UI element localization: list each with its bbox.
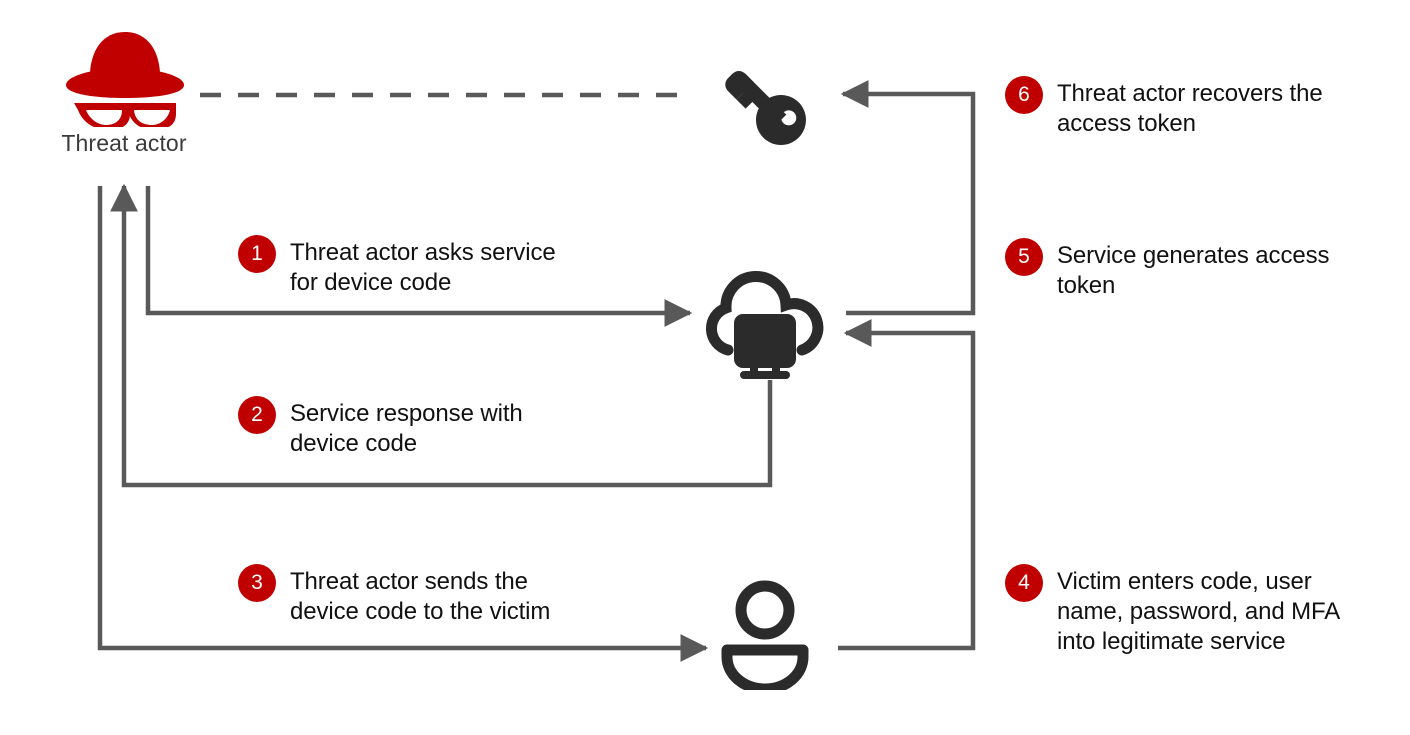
step-item-5: 5 Service generates access token	[1005, 238, 1400, 301]
service-node	[702, 262, 828, 380]
step-badge-3: 3	[238, 564, 276, 602]
step-label-3: Threat actor sends the device code to th…	[290, 568, 551, 625]
step-label-2: Service response with device code	[290, 400, 523, 457]
key-icon	[725, 71, 806, 145]
step-label-4: Victim enters code, user name, password,…	[1057, 568, 1341, 655]
connector-step5-6-service-to-key	[840, 80, 976, 316]
step-label-1: Threat actor asks service for device cod…	[290, 239, 556, 296]
connector-step1-actor-to-service	[145, 186, 693, 327]
step-badge-6: 6	[1005, 76, 1043, 114]
person-victim-icon	[721, 580, 809, 695]
connector-step3-actor-to-victim	[97, 186, 709, 662]
threat-actor-label: Threat actor	[61, 130, 187, 156]
connector-step2-service-to-actor	[110, 183, 773, 488]
cloud-service-monitor-icon	[705, 270, 824, 379]
step-badge-4: 4	[1005, 564, 1043, 602]
connector-step4-victim-to-service	[838, 319, 976, 651]
step-badge-5: 5	[1005, 238, 1043, 276]
step-item-1: 1 Threat actor asks service for device c…	[238, 235, 598, 298]
step-item-4: 4 Victim enters code, user name, passwor…	[1005, 564, 1400, 657]
step-label-5: Service generates access token	[1057, 242, 1330, 299]
step-badge-2: 2	[238, 396, 276, 434]
victim-node	[710, 578, 838, 695]
step-badge-1: 1	[238, 235, 276, 273]
hat-glasses-incognito-icon	[66, 32, 184, 130]
step-item-2: 2 Service response with device code	[238, 396, 598, 459]
step-item-3: 3 Threat actor sends the device code to …	[238, 564, 618, 627]
access-token-node	[712, 52, 817, 154]
threat-actor-node	[60, 22, 190, 130]
step-label-6: Threat actor recovers the access token	[1057, 80, 1323, 137]
step-item-6: 6 Threat actor recovers the access token	[1005, 76, 1400, 139]
